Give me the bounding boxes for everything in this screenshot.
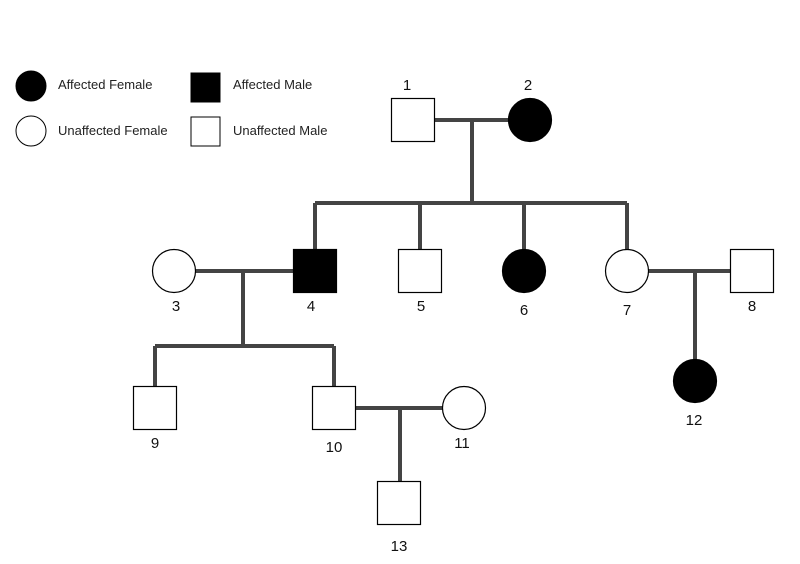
legend-unaffected-male-symbol [190,116,221,147]
individual-12-affected-female [672,358,718,404]
legend-affected-female-symbol [15,70,47,102]
individual-8-unaffected-male [729,248,775,294]
legend-unaffected-male-label: Unaffected Male [233,123,327,138]
individual-11-unaffected-female [441,385,487,431]
individual-9-unaffected-male [132,385,178,431]
individual-id-label: 3 [172,298,180,315]
individual-id-label: 9 [151,435,159,452]
legend: Affected Female Affected Male Unaffected… [15,70,327,147]
pedigree-individuals [132,97,775,526]
individual-id-label: 13 [391,538,408,555]
individual-7-unaffected-female [604,248,650,294]
legend-affected-male-label: Affected Male [233,77,312,92]
individual-id-label: 12 [686,412,703,429]
individual-6-affected-female [501,248,547,294]
individual-1-unaffected-male [390,97,436,143]
individual-id-label: 6 [520,302,528,319]
individual-id-label: 7 [623,302,631,319]
individual-13-unaffected-male [376,480,422,526]
individual-5-unaffected-male [397,248,443,294]
individual-2-affected-female [507,97,553,143]
legend-affected-male-symbol [190,72,221,103]
legend-unaffected-female-label: Unaffected Female [58,123,168,138]
legend-unaffected-female-symbol [15,115,47,147]
individual-3-unaffected-female [151,248,197,294]
individual-4-affected-male [292,248,338,294]
individual-10-unaffected-male [311,385,357,431]
individual-id-label: 10 [326,439,343,456]
individual-id-label: 8 [748,298,756,315]
individual-id-label: 5 [417,298,425,315]
legend-affected-female-label: Affected Female [58,77,152,92]
individual-id-label: 1 [403,77,411,94]
individual-id-label: 11 [454,435,470,452]
individual-id-label: 4 [307,298,315,315]
individual-id-label: 2 [524,77,532,94]
